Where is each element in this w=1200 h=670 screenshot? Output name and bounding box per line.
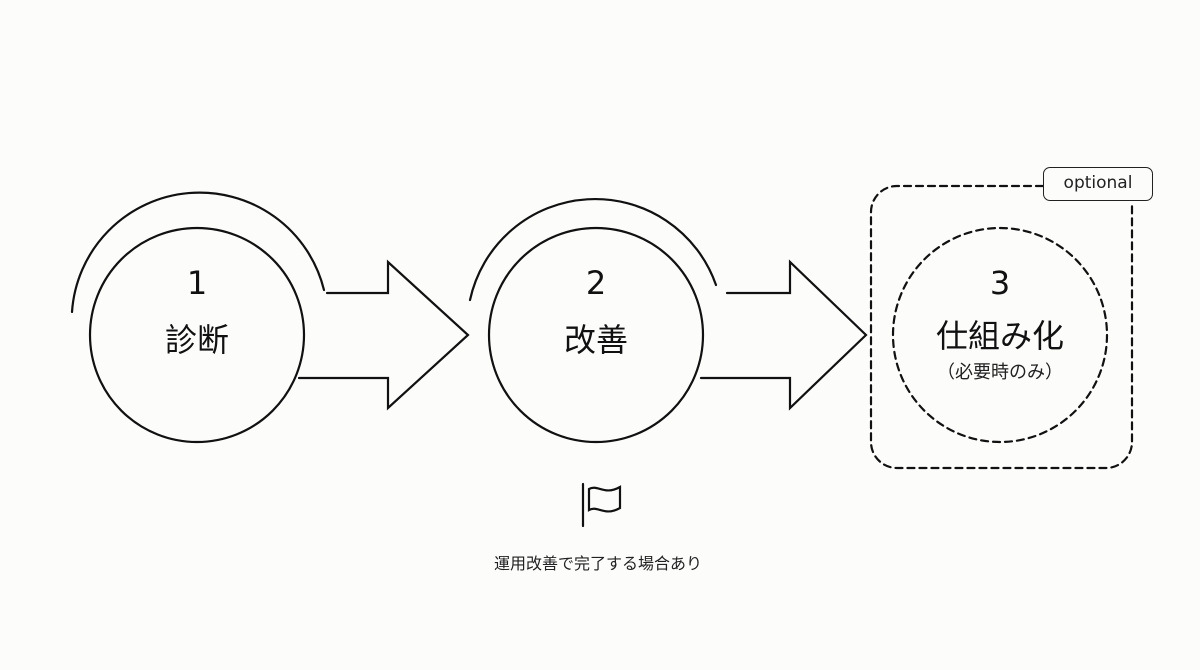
step3-dashed-circle: [891, 226, 1109, 444]
arrow-1-to-2: [297, 259, 470, 411]
step3-number: 3: [989, 264, 1011, 302]
optional-dashed-frame: [869, 184, 1134, 470]
step2-number: 2: [585, 264, 607, 302]
step1-name: 診断: [164, 321, 229, 359]
step1-circle: [88, 226, 306, 444]
step3-name: 仕組み化: [935, 317, 1064, 355]
step2-name: 改善: [563, 321, 628, 359]
completion-note: 運用改善で完了する場合あり: [493, 554, 702, 573]
step1-number: 1: [186, 264, 208, 302]
step1-progress-arc: [70, 191, 326, 314]
step2-circle: [487, 226, 705, 444]
optional-badge: optional: [1043, 167, 1153, 201]
arrow-2-to-3: [699, 259, 868, 411]
flag-icon: [581, 482, 622, 528]
step2-progress-arc: [468, 197, 718, 302]
step3-condition: （必要時のみ）: [937, 362, 1063, 383]
